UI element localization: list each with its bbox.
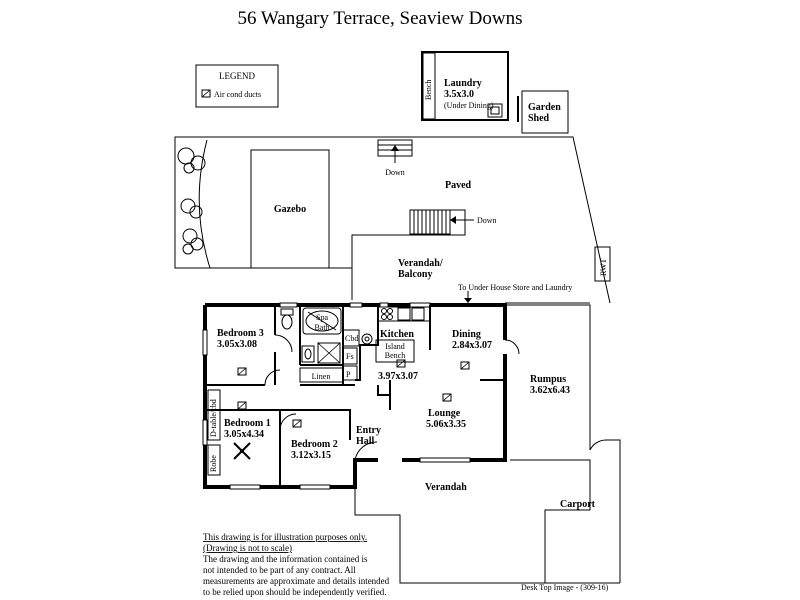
robe-label: Robe bbox=[209, 455, 218, 472]
disclaimer-line6: to be relied upon should be independentl… bbox=[203, 587, 386, 597]
shower-icon bbox=[317, 342, 341, 364]
down-label-1: Down bbox=[385, 168, 405, 177]
toilet-icon bbox=[281, 314, 293, 330]
verandah-balcony-line1: Verandah/ bbox=[398, 258, 443, 269]
house: Spa Bath Linen Cbd Fs P Island Be bbox=[202, 302, 520, 490]
spa-label-1: Spa bbox=[316, 313, 328, 322]
air-duct-icon bbox=[237, 401, 247, 410]
air-duct-icon bbox=[442, 393, 452, 402]
air-duct-icon bbox=[396, 359, 406, 368]
kitchen-dim: 3.97x3.07 bbox=[378, 371, 418, 382]
carport-label: Carport bbox=[560, 499, 596, 510]
bedroom2-name: Bedroom 2 bbox=[291, 439, 338, 450]
air-duct-icon bbox=[292, 419, 302, 428]
lounge-dim: 5.06x3.35 bbox=[426, 419, 466, 430]
dining-dim: 2.84x3.07 bbox=[452, 340, 492, 351]
disclaimer-line2: (Drawing is not to scale) bbox=[203, 543, 292, 553]
air-duct-icon bbox=[460, 361, 470, 370]
legend-heading: LEGEND bbox=[219, 71, 255, 81]
gazebo-label: Gazebo bbox=[274, 204, 306, 215]
arrow-up-icon bbox=[391, 145, 399, 151]
kitchen-name: Kitchen bbox=[380, 329, 414, 340]
bedroom3-dim: 3.05x3.08 bbox=[217, 339, 257, 350]
rumpus-area bbox=[505, 302, 621, 583]
under-house-note: To Under House Store and Laundry bbox=[458, 283, 572, 292]
legend: LEGEND Air cond ducts bbox=[195, 64, 279, 108]
disclaimer-line1: This drawing is for illustration purpose… bbox=[203, 532, 367, 542]
footer-code: Desk Top Image - (309-16) bbox=[521, 583, 609, 592]
shrub-icon bbox=[177, 147, 206, 174]
garden-shed-line2: Shed bbox=[528, 113, 550, 124]
hotplate-icon bbox=[381, 308, 387, 314]
rwt-label: RWT bbox=[599, 259, 608, 276]
rwt-tank bbox=[594, 246, 611, 282]
verandah-carport bbox=[354, 459, 620, 584]
bedroom2-dim: 3.12x3.15 bbox=[291, 450, 331, 461]
legend-item: Air cond ducts bbox=[214, 90, 261, 99]
laundry-bench: Bench bbox=[424, 80, 433, 100]
garden-shed: Garden Shed bbox=[517, 90, 569, 134]
bedroom1-name: Bedroom 1 bbox=[224, 418, 271, 429]
garden-shed-line1: Garden bbox=[528, 102, 561, 113]
p-label: P bbox=[346, 370, 351, 379]
bedroom3-name: Bedroom 3 bbox=[217, 328, 264, 339]
laundry-note: (Under Dining) bbox=[444, 101, 494, 110]
shrubs bbox=[177, 147, 206, 255]
verandah-label: Verandah bbox=[425, 482, 467, 493]
shrub-icon bbox=[180, 198, 203, 219]
island-label-1: Island bbox=[385, 342, 405, 351]
verandah-balcony-line2: Balcony bbox=[398, 269, 432, 280]
down-label-2: Down bbox=[477, 216, 497, 225]
appliance-icon bbox=[361, 333, 373, 345]
spa-label-2: Bath bbox=[314, 323, 329, 332]
arrow-down-icon bbox=[464, 298, 472, 303]
page-title: 56 Wangary Terrace, Seaview Downs bbox=[237, 8, 522, 29]
steps-lower bbox=[409, 209, 474, 235]
laundry-dim: 3.5x3.0 bbox=[444, 89, 474, 100]
cbd-label: Cbd bbox=[345, 334, 358, 343]
dtable-label: D-table/cbd bbox=[209, 399, 218, 437]
basin-icon bbox=[301, 345, 315, 363]
island-bench bbox=[375, 339, 415, 363]
rumpus-dim: 3.62x6.43 bbox=[530, 385, 570, 396]
linen-label: Linen bbox=[312, 372, 331, 381]
arrow-left-icon bbox=[450, 216, 456, 224]
sink-icon bbox=[397, 307, 411, 321]
disclaimer-line3: The drawing and the information containe… bbox=[203, 554, 368, 564]
entry-line1: Entry bbox=[356, 425, 381, 436]
shrub-icon bbox=[182, 228, 204, 255]
dining-name: Dining bbox=[452, 329, 481, 340]
yard bbox=[174, 136, 611, 304]
trough-icon bbox=[487, 103, 503, 118]
island-label-2: Bench bbox=[385, 351, 405, 360]
fs-label: Fs bbox=[346, 352, 354, 361]
entry-line2: Hall bbox=[356, 436, 375, 447]
lounge-name: Lounge bbox=[428, 408, 461, 419]
laundry: Bench Laundry 3.5x3.0 (Under Dining) bbox=[421, 51, 509, 121]
air-duct-icon bbox=[237, 367, 247, 376]
rumpus-name: Rumpus bbox=[530, 374, 566, 385]
laundry-name: Laundry bbox=[444, 78, 482, 89]
disclaimer-line4: not intended to be part of any contract.… bbox=[203, 565, 356, 575]
disclaimer-line5: measurements are approximate and details… bbox=[203, 576, 390, 586]
disclaimer: This drawing is for illustration purpose… bbox=[203, 532, 390, 597]
air-ducts bbox=[237, 359, 470, 428]
steps-upper bbox=[377, 139, 413, 163]
air-duct-icon bbox=[201, 89, 211, 98]
paved-label: Paved bbox=[445, 180, 472, 191]
gazebo bbox=[250, 149, 330, 269]
bedroom1-dim: 3.05x4.34 bbox=[224, 429, 264, 440]
ceiling-fan-icon bbox=[233, 442, 251, 460]
spa-bath-icon bbox=[305, 310, 339, 332]
